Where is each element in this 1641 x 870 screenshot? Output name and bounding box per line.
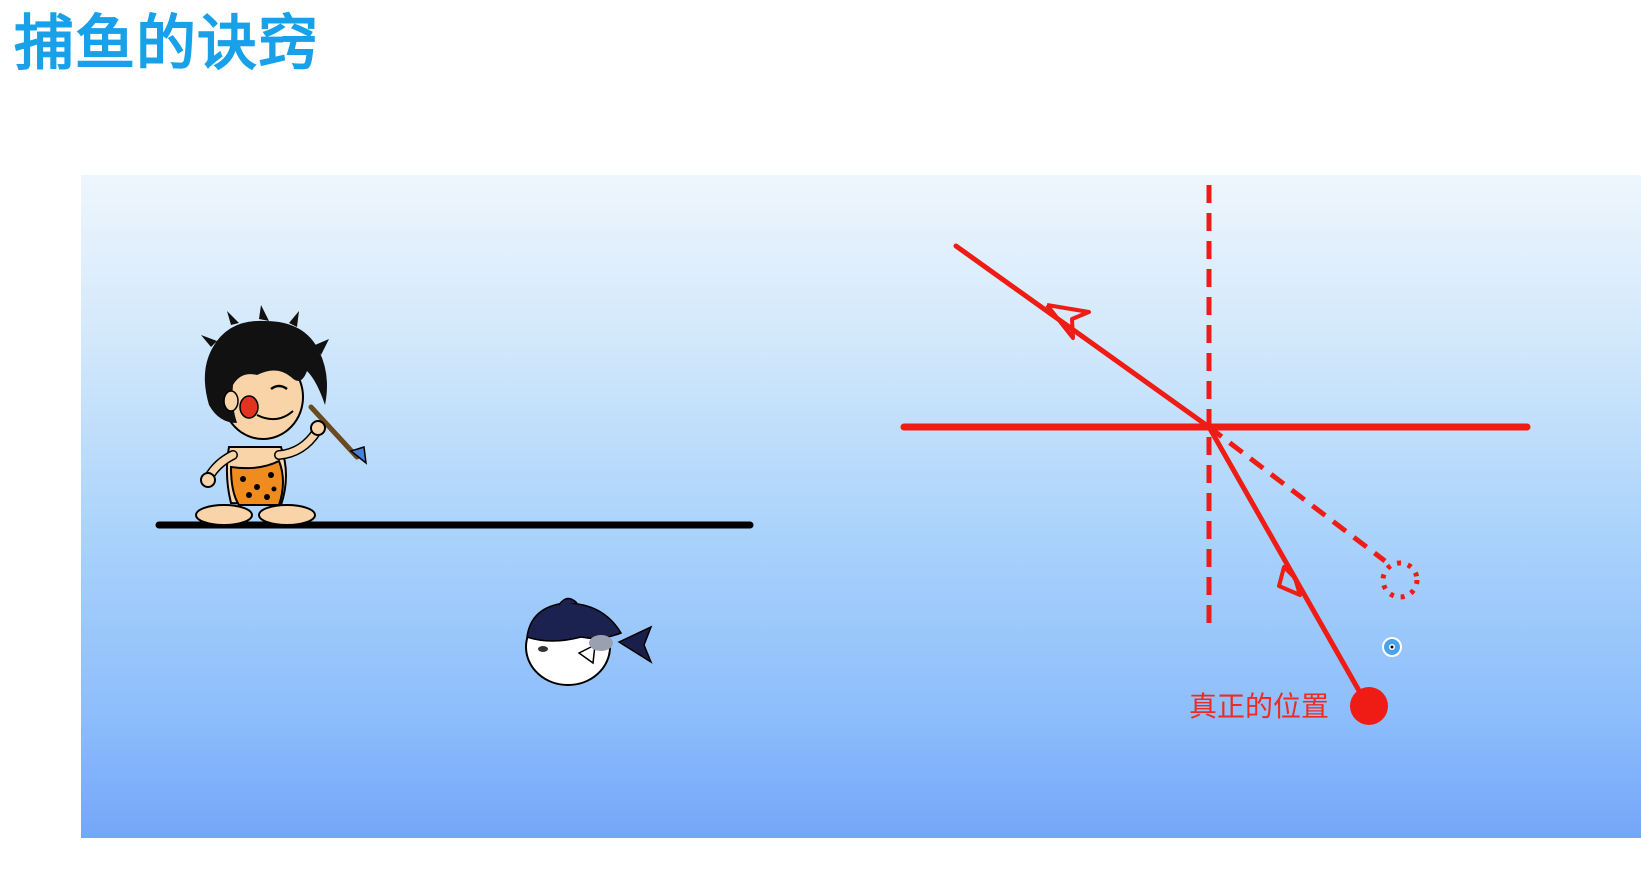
true-position-marker xyxy=(1350,687,1388,725)
caveman-with-spear-icon xyxy=(195,305,367,526)
pufferfish-icon xyxy=(525,597,653,686)
refraction-scene: 真正的位置 xyxy=(81,175,1641,838)
ray-in-air-arrow xyxy=(1045,303,1091,340)
cursor-dot-icon xyxy=(1382,637,1402,657)
apparent-position-marker xyxy=(1380,560,1420,600)
refraction-diagram: 真正的位置 xyxy=(155,185,1531,725)
ray-in-water xyxy=(1206,424,1369,706)
true-position-label: 真正的位置 xyxy=(1189,690,1329,723)
virtual-ray xyxy=(1207,425,1387,563)
ray-in-water-arrow xyxy=(1277,565,1302,597)
ray-in-air xyxy=(953,243,1212,430)
page-title: 捕鱼的诀窍 xyxy=(14,9,319,79)
